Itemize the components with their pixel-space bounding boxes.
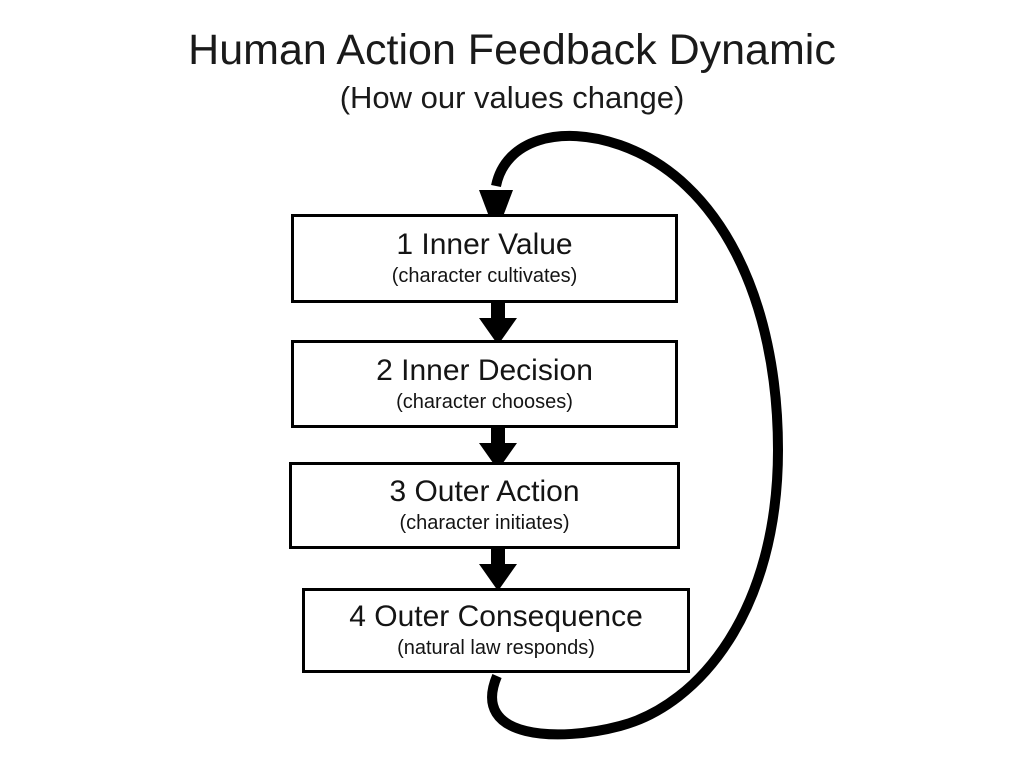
title-block: Human Action Feedback Dynamic (How our v… <box>0 24 1024 118</box>
node-title: 1 Inner Value <box>396 228 573 261</box>
node-inner-decision[interactable]: 2 Inner Decision (character chooses) <box>291 340 678 428</box>
page-subtitle: (How our values change) <box>339 80 685 115</box>
node-subtitle: (character cultivates) <box>391 265 578 287</box>
node-subtitle: (character initiates) <box>399 512 570 534</box>
node-title: 3 Outer Action <box>389 475 580 508</box>
page-title: Human Action Feedback Dynamic <box>188 26 836 74</box>
node-subtitle: (natural law responds) <box>397 637 595 659</box>
node-subtitle: (character chooses) <box>396 390 573 413</box>
node-outer-action[interactable]: 3 Outer Action (character initiates) <box>289 462 680 549</box>
node-inner-value[interactable]: 1 Inner Value (character cultivates) <box>291 214 678 303</box>
connector-3-to-4 <box>478 546 518 592</box>
node-outer-consequence[interactable]: 4 Outer Consequence (natural law respond… <box>302 588 690 673</box>
node-title: 2 Inner Decision <box>376 353 593 387</box>
node-title: 4 Outer Consequence <box>349 600 643 633</box>
